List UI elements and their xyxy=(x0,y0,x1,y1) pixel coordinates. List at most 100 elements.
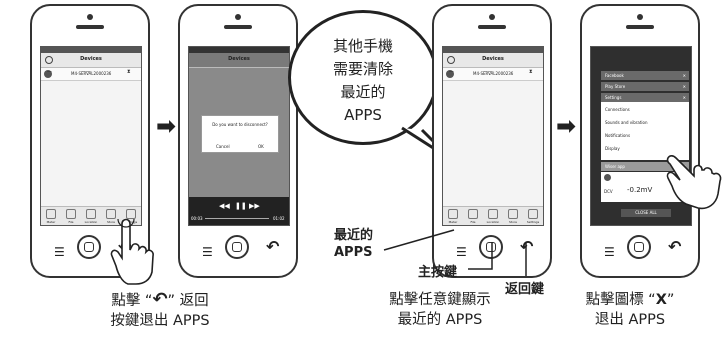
tab-meter[interactable]: Meter xyxy=(444,209,462,224)
time-end: 01:02 xyxy=(273,216,285,221)
card-label: Settings xyxy=(605,95,622,100)
app-header: Devices xyxy=(443,53,543,68)
status-bar xyxy=(189,47,289,53)
phone-3-screen: Devices M4-SERVAL2000236 — —— ⧗ Meter Fi… xyxy=(442,46,544,226)
page-title: Devices xyxy=(80,56,102,62)
settings-item: Sounds and vibration xyxy=(605,120,648,125)
pointing-hand-icon xyxy=(666,155,722,210)
ok-button[interactable]: OK xyxy=(258,144,264,149)
camera-icon xyxy=(87,14,93,20)
right-arrow-icon: ➡ xyxy=(556,112,577,140)
app-header: Devices xyxy=(189,53,289,68)
device-icon xyxy=(44,70,52,78)
progress-bar[interactable] xyxy=(205,218,269,219)
location-icon xyxy=(86,209,96,219)
close-all-button[interactable]: CLOSE ALL xyxy=(621,209,671,217)
tab-bar: Meter File Location Store Settings xyxy=(41,206,141,225)
gear-icon xyxy=(126,209,136,219)
device-row[interactable]: M4-SERVAL2000236 xyxy=(443,68,543,81)
tab-label: Store xyxy=(509,220,517,224)
tab-store[interactable]: Store xyxy=(102,209,120,224)
tab-file[interactable]: File xyxy=(464,209,482,224)
recent-card-playstore[interactable]: Play Store ✕ xyxy=(601,82,689,91)
pause-icon[interactable]: ❚❚ xyxy=(235,202,247,210)
settings-item: Display xyxy=(605,146,620,151)
nav-button-row: ☰ ↶ xyxy=(582,232,698,266)
settings-item: Notifications xyxy=(605,133,631,138)
card-label: Facebook xyxy=(605,73,624,78)
meter-icon xyxy=(46,209,56,219)
settings-preview[interactable]: Connections Sounds and vibration Notific… xyxy=(601,102,689,160)
bubble-text: 其他手機 需要清除 最近的 APPS xyxy=(291,35,435,127)
caption-line: 退出 APPS xyxy=(594,312,666,328)
home-button-icon[interactable] xyxy=(627,235,651,259)
home-button-icon[interactable] xyxy=(225,235,249,259)
cancel-button[interactable]: Cancel xyxy=(216,144,230,149)
back-leader-line xyxy=(525,242,527,276)
device-row[interactable]: M4-SERVAL2000236 xyxy=(41,68,141,81)
recent-apps-icon[interactable]: ☰ xyxy=(456,245,467,259)
recent-card-facebook[interactable]: Facebook ✕ xyxy=(601,71,689,80)
reading-placeholder: —— xyxy=(483,69,493,75)
phone-2: Devices Do you want to disconnect? Cance… xyxy=(178,4,298,278)
status-bar xyxy=(443,47,543,53)
bubble-line: 需要清除 xyxy=(332,60,393,78)
close-x-icon[interactable]: ✕ xyxy=(682,95,686,100)
recent-apps-icon[interactable]: ☰ xyxy=(54,245,65,259)
label-line: APPS xyxy=(334,245,373,260)
search-icon[interactable] xyxy=(45,56,53,64)
recent-card-settings[interactable]: Settings ✕ xyxy=(601,93,689,102)
back-arrow-icon[interactable]: ↶ xyxy=(266,237,280,256)
caption-line: 最近的 APPS xyxy=(397,312,483,328)
speaker-grille xyxy=(76,25,104,29)
hourglass-icon: ⧗ xyxy=(127,69,131,75)
back-arrow-icon: ↶ xyxy=(152,289,168,310)
tab-label: File xyxy=(470,220,476,224)
close-x-icon[interactable]: ✕ xyxy=(682,84,686,89)
home-button-icon[interactable] xyxy=(479,235,503,259)
tab-file[interactable]: File xyxy=(62,209,80,224)
back-arrow-icon[interactable]: ↶ xyxy=(668,237,682,256)
device-name: M4-SERVAL2000236 xyxy=(71,71,112,76)
tab-location[interactable]: Location xyxy=(82,209,100,224)
tab-meter[interactable]: Meter xyxy=(42,209,60,224)
tab-label: Store xyxy=(107,220,115,224)
bubble-line: APPS xyxy=(344,106,382,124)
label-line: 最近的 xyxy=(334,228,374,243)
cart-icon xyxy=(106,209,116,219)
device-icon xyxy=(604,174,611,181)
phone-2-screen: Devices Do you want to disconnect? Cance… xyxy=(188,46,290,226)
tab-settings[interactable]: Settings xyxy=(122,209,140,224)
tab-label: Settings xyxy=(526,220,540,224)
recent-apps-icon[interactable]: ☰ xyxy=(604,245,615,259)
home-button-icon[interactable] xyxy=(77,235,101,259)
tab-location[interactable]: Location xyxy=(484,209,502,224)
caption-text: 點擊 “ xyxy=(111,293,153,309)
meter-icon xyxy=(448,209,458,219)
dialog-question: Do you want to disconnect? xyxy=(212,122,268,127)
caption-line: 點擊 “↶” 返回 xyxy=(60,290,260,311)
phone-3: Devices M4-SERVAL2000236 — —— ⧗ Meter Fi… xyxy=(432,4,552,278)
forward-icon[interactable]: ▶▶ xyxy=(249,202,260,210)
close-x-icon[interactable]: ✕ xyxy=(682,73,686,78)
device-name: M4-SERVAL2000236 xyxy=(473,71,514,76)
search-icon[interactable] xyxy=(447,56,455,64)
recent-apps-icon[interactable]: ☰ xyxy=(202,245,213,259)
caption-text: 點擊圖標 “ xyxy=(585,292,656,308)
speaker-grille xyxy=(224,25,252,29)
camera-icon xyxy=(637,14,643,20)
rewind-icon[interactable]: ◀◀ xyxy=(219,202,230,210)
caption-left: 點擊 “↶” 返回 按鍵退出 APPS xyxy=(60,290,260,331)
card-label: Wiser app xyxy=(605,164,625,169)
tab-store[interactable]: Store xyxy=(504,209,522,224)
speaker-grille xyxy=(478,25,506,29)
reading-value: -0.2mV xyxy=(627,186,653,194)
tab-settings[interactable]: Settings xyxy=(524,209,542,224)
phone-1-screen: Devices M4-SERVAL2000236 — —— ⧗ Meter Fi… xyxy=(40,46,142,226)
card-label: Play Store xyxy=(605,84,626,89)
tab-label: Meter xyxy=(46,220,56,224)
home-leader-line xyxy=(468,242,493,270)
pointing-hand-icon xyxy=(110,218,154,285)
caption-text: ” 返回 xyxy=(167,293,209,309)
tab-label: Settings xyxy=(124,220,138,224)
